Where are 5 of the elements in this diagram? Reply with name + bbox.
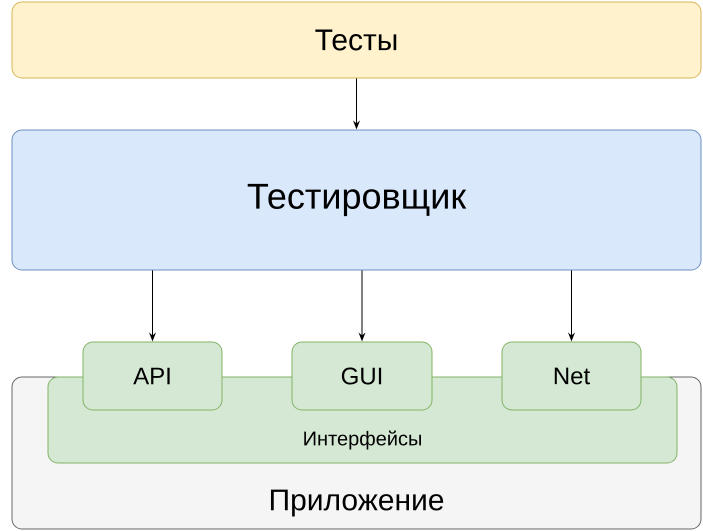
- interface-box: GUI: [292, 342, 432, 410]
- interface-box: Net: [502, 342, 642, 410]
- band-box: Тесты: [12, 2, 702, 78]
- interface-box: API: [82, 342, 222, 410]
- process-box: Тестировщик: [12, 130, 702, 270]
